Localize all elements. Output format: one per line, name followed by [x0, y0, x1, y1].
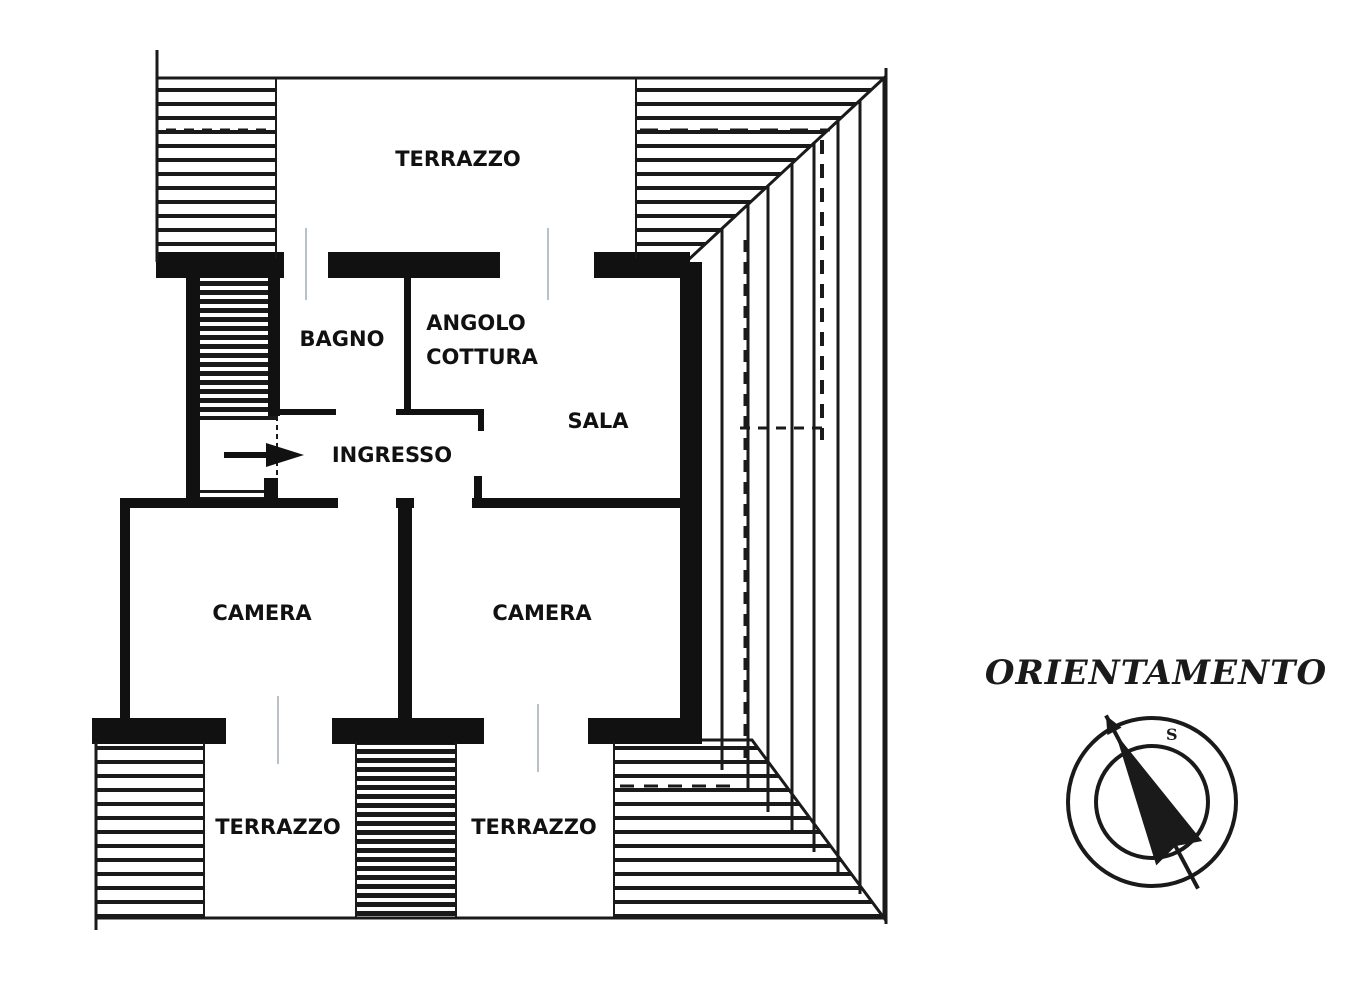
hatch-northwest [158, 78, 276, 260]
room-label-camera-left: CAMERA [212, 601, 312, 625]
wall-south-3 [588, 718, 688, 744]
room-label-camera-right: CAMERA [492, 601, 592, 625]
hatched-terrace-areas [96, 78, 884, 918]
hatch-southwest [96, 742, 204, 918]
hatch-south-middle [356, 742, 456, 918]
wall-bedroom-divider [398, 500, 412, 722]
wall-east [680, 262, 702, 744]
wall-mid-right [472, 498, 686, 508]
wall-entrance-left [186, 276, 200, 502]
wall-sala-stub [474, 476, 482, 504]
compass-rose-icon: S [1066, 714, 1238, 890]
room-label-terrazzo-south-left: TERRAZZO [215, 815, 341, 839]
room-label-bagno: BAGNO [300, 327, 385, 351]
arrow-right-icon [224, 443, 304, 467]
room-label-terrazzo-south-right: TERRAZZO [471, 815, 597, 839]
room-label-sala: SALA [567, 409, 629, 433]
wall-angolo-stub [478, 409, 484, 431]
svg-text:S: S [1166, 725, 1178, 744]
room-label-ingresso: INGRESSO [332, 443, 452, 467]
outline-lines [94, 50, 888, 930]
orientation-legend: ORIENTAMENTO S [985, 653, 1327, 890]
wall-entrance-right [268, 276, 280, 416]
wall-mid-left [120, 498, 338, 508]
wall-north-3 [594, 252, 690, 278]
wall-angolo-bottom [396, 409, 484, 415]
wall-north-2 [328, 252, 500, 278]
balcony-railing [166, 74, 886, 923]
wall-south-1 [92, 718, 226, 744]
wall-bagno-bottom [276, 409, 336, 415]
room-label-terrazzo-north: TERRAZZO [395, 147, 521, 171]
wall-west-bedroom [120, 498, 130, 722]
room-label-angolo-line1: ANGOLO [426, 311, 525, 335]
wall-north-1 [156, 252, 284, 278]
wall-bagno-partition [404, 276, 411, 412]
walls [92, 252, 702, 744]
room-label-angolo-line2: COTTURA [426, 345, 539, 369]
wall-south-2 [332, 718, 484, 744]
room-labels: TERRAZZO BAGNO ANGOLO COTTURA SALA INGRE… [212, 147, 629, 839]
orientation-title: ORIENTAMENTO [985, 653, 1327, 693]
hatch-northeast [636, 78, 884, 262]
wall-entrance-stub [264, 478, 278, 502]
window-markers [277, 228, 549, 772]
